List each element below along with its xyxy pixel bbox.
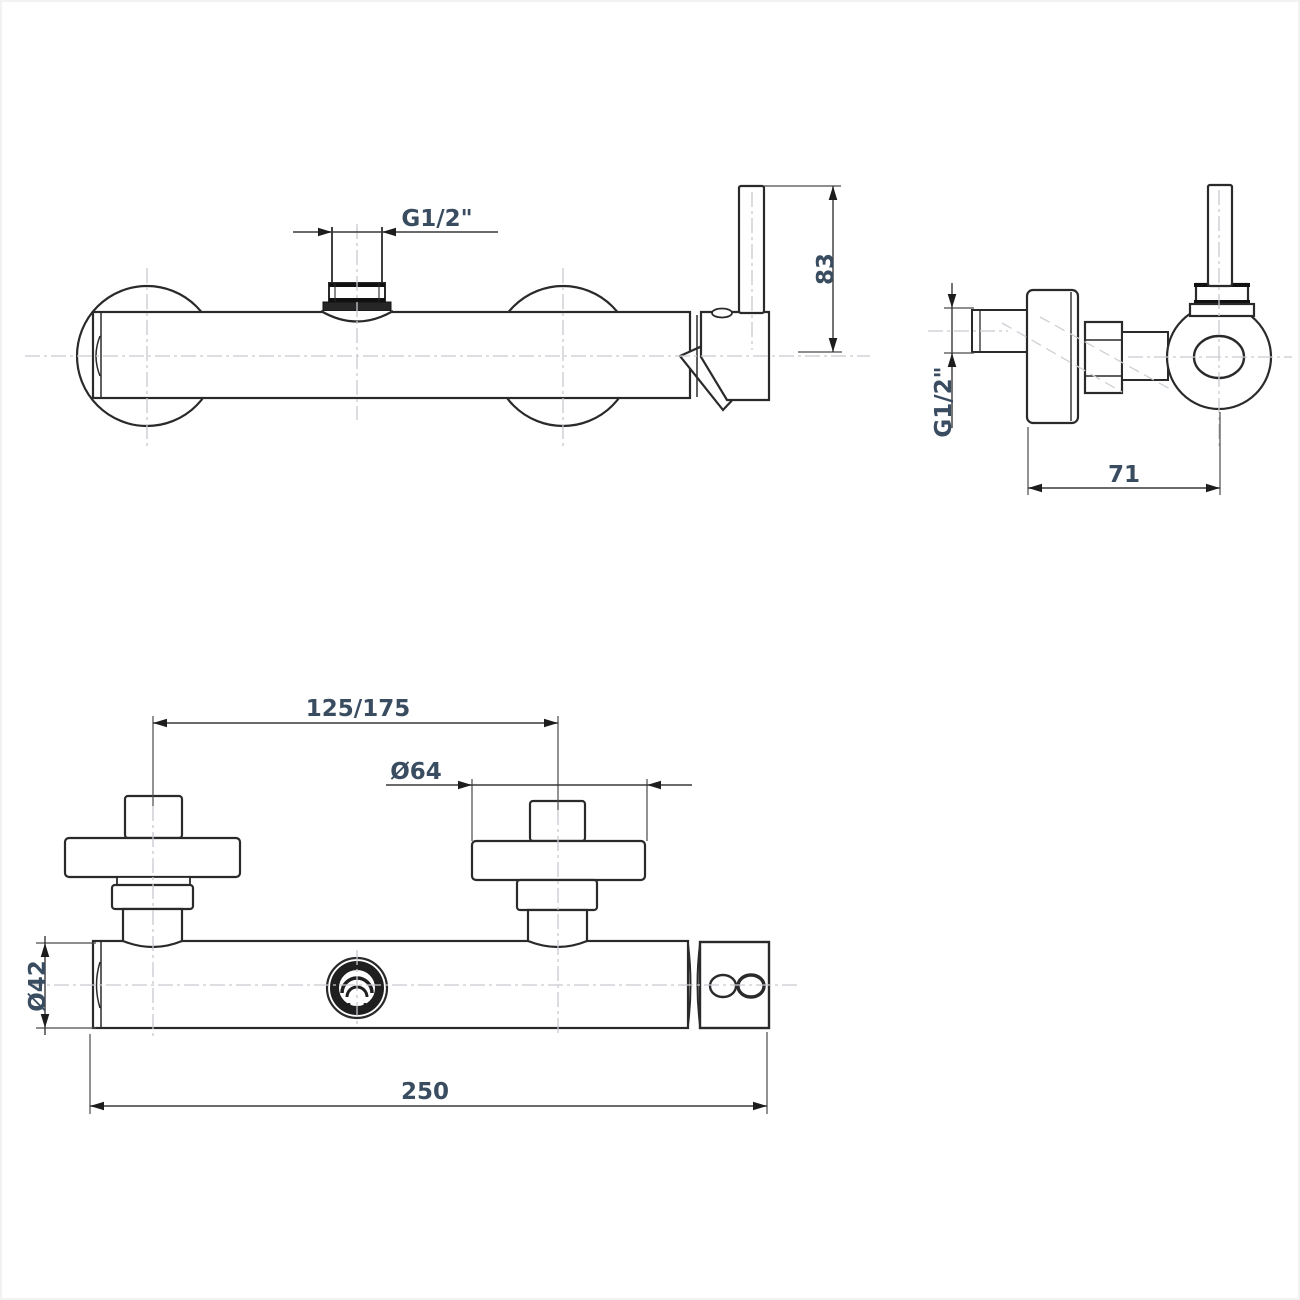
front-handle-pin-detail [711,307,733,319]
side-dim-71-arrow-right [1206,483,1220,493]
end-cap-button-left [708,973,738,999]
side-dim-inlet-thread: G1/2" [931,283,974,438]
side-dim-g12-arrow-top [947,294,957,308]
body-diameter-label: Ø42 [25,960,51,1012]
side-hex-nut [1083,320,1124,395]
left-body-junction [121,907,184,949]
side-dim-depth: 71 [1027,412,1221,495]
right-union-nut [515,878,599,912]
front-dim-83-arrow-bottom [828,338,838,352]
front-handle-height-label: 83 [813,253,839,285]
front-dim-inlet-thread: G1/2" [293,206,498,237]
bottom-dim-body-diameter: Ø42 [25,936,96,1035]
hole-centers-label: 125/175 [306,696,410,722]
dim-250-arrow-left [90,1101,104,1111]
front-body [91,310,692,400]
side-depth-label: 71 [1108,462,1140,488]
dim-64-arrow-left [458,780,472,790]
flange-diameter-label: Ø64 [390,759,442,785]
bottom-centerlines [28,806,800,1036]
bottom-dim-overall-length: 250 [89,1032,768,1114]
dim-125-arrow-left [153,718,167,728]
bottom-view: 125/175 Ø64 Ø42 250 [25,696,800,1114]
front-dim-83-arrow-top [828,186,838,200]
side-dim-g12-arrow-bottom [947,353,957,367]
overall-length-label: 250 [401,1079,449,1105]
front-dim-handle-height: 83 [764,185,842,353]
bottom-body-endcap-arc [95,961,101,1009]
dim-125-arrow-right [544,718,558,728]
front-dim-inlet-arrow-right [382,227,396,237]
front-dim-inlet-arrow-left [318,227,332,237]
side-view: G1/2" 71 [928,183,1292,495]
dim-42-arrow-top [40,943,50,957]
side-inlet-thread-label: G1/2" [931,366,957,437]
side-centerlines [928,190,1292,448]
side-handle-collar-lower [1188,302,1256,318]
dim-250-arrow-right [753,1101,767,1111]
side-dim-71-arrow-left [1028,483,1042,493]
side-lever-rod [1206,183,1234,288]
bottom-dim-flange-diameter: Ø64 [386,759,692,841]
side-connector-stub [1121,331,1169,381]
bottom-dim-hole-centers: 125/175 [152,696,559,810]
end-cap-button-right [736,973,766,999]
front-centerlines [25,192,870,448]
bottom-body [91,939,690,1030]
side-wall-flange [1025,288,1080,425]
front-view: G1/2" 83 [25,184,870,448]
dim-42-arrow-bottom [40,1014,50,1028]
front-inlet-thread-label: G1/2" [401,206,472,232]
dim-64-arrow-right [647,780,661,790]
bottom-right-wall-connection [470,799,647,949]
